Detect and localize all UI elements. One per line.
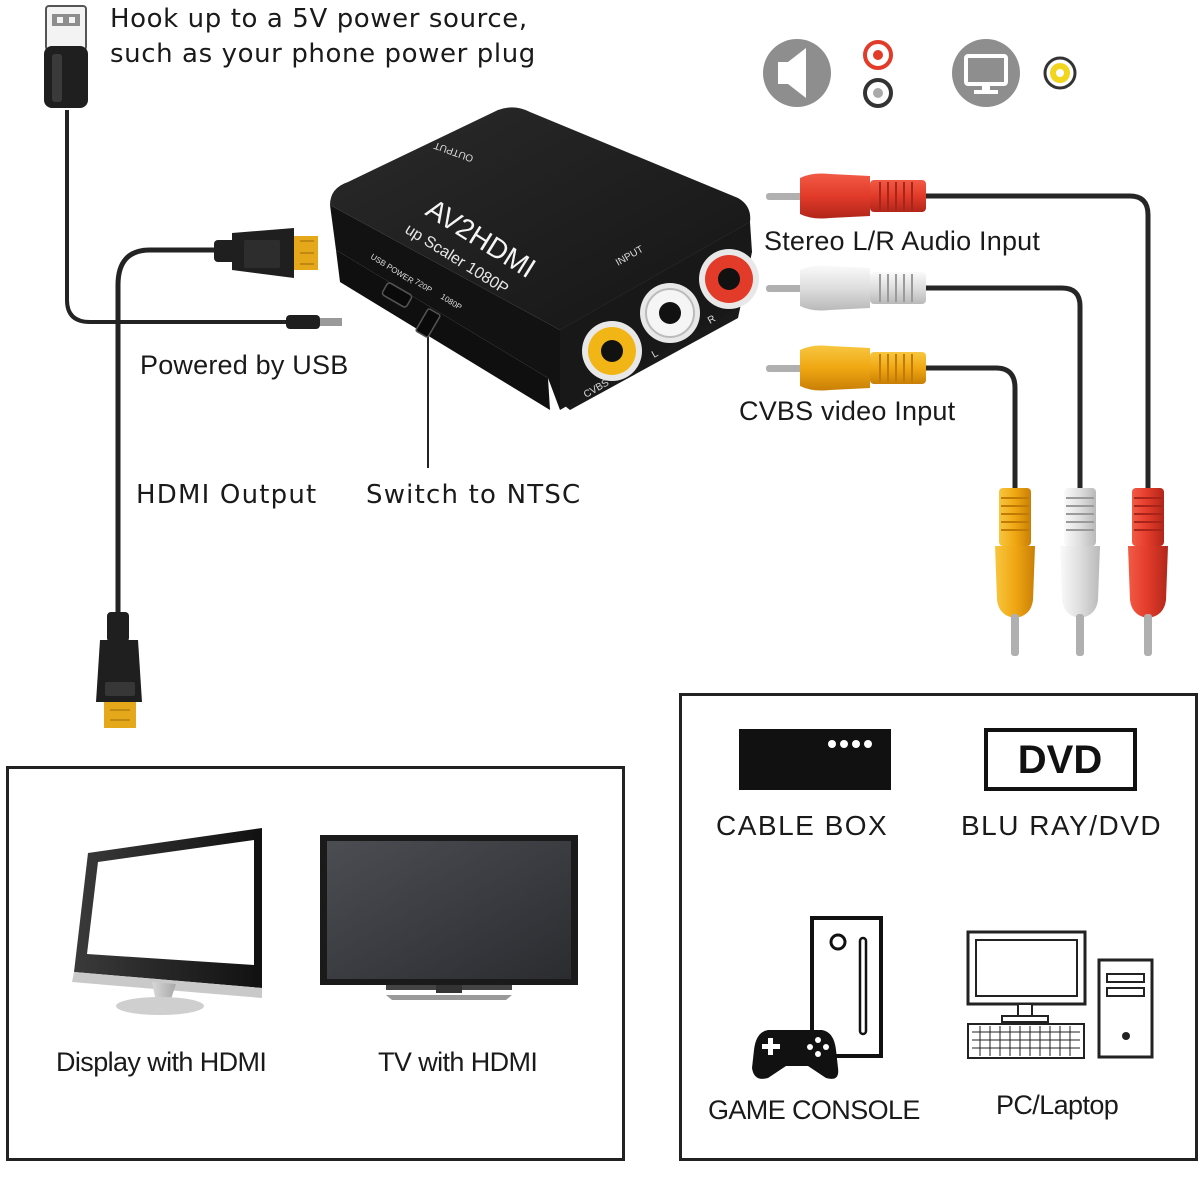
hdmi-plug-bottom[interactable] <box>96 612 142 728</box>
rca-plug-red[interactable] <box>766 173 926 219</box>
speaker-icon <box>763 39 831 107</box>
rca-cable-yellow <box>925 365 1018 490</box>
av2hdmi-adapter <box>330 107 752 410</box>
tv-icon <box>320 835 578 1000</box>
rca-cable-red <box>925 193 1151 490</box>
rca-jack-yellow[interactable] <box>582 321 642 381</box>
usb-a-plug[interactable] <box>44 5 88 108</box>
port-l-label: L <box>650 348 661 361</box>
rca-cable-white <box>925 285 1083 490</box>
blu-ray-dvd-label: BLU RAY/DVD <box>961 810 1163 841</box>
game-console-icon <box>752 916 883 1079</box>
game-console-label: GAME CONSOLE <box>708 1095 920 1125</box>
power-note-line2: such as your phone power plug <box>110 39 536 69</box>
audio-rca-jacks-icon <box>863 40 893 108</box>
tv-with-hdmi-label: TV with HDMI <box>378 1047 538 1077</box>
power-note: Hook up to a 5V power source, such as yo… <box>110 2 536 72</box>
powered-by-usb-label: Powered by USB <box>140 350 349 380</box>
power-note-line1: Hook up to a 5V power source, <box>110 4 528 34</box>
monitor-screen-icon <box>952 39 1020 107</box>
hdmi-plug-top[interactable] <box>214 228 318 278</box>
dvd-badge-text: DVD <box>1018 738 1102 782</box>
hdmi-displays-panel <box>6 766 625 1161</box>
usb-power-port[interactable] <box>381 282 413 308</box>
micro-usb-plug[interactable] <box>286 315 342 329</box>
video-rca-jack-icon <box>1043 56 1077 90</box>
switch-to-ntsc-label: Switch to NTSC <box>366 480 582 510</box>
pc-laptop-label: PC/Laptop <box>996 1090 1119 1120</box>
hdmi-output-label: HDMI Output <box>136 480 318 510</box>
display-with-hdmi-label: Display with HDMI <box>56 1047 267 1077</box>
hdmi-cable <box>115 247 232 640</box>
stereo-audio-input-label: Stereo L/R Audio Input <box>764 226 1041 256</box>
usb-cable <box>65 110 290 324</box>
rca-plug-red-bottom[interactable] <box>1128 488 1168 656</box>
port-r-label: R <box>706 313 718 326</box>
cvbs-video-input-label: CVBS video Input <box>739 396 956 426</box>
resolution-switch[interactable] <box>415 308 441 338</box>
rca-plug-yellow-bottom[interactable] <box>995 488 1035 656</box>
rca-plug-white[interactable] <box>766 265 926 311</box>
dvd-player-icon: DVD <box>984 728 1137 791</box>
rca-plug-white-bottom[interactable] <box>1060 488 1100 656</box>
av-sources-panel <box>679 693 1198 1161</box>
rca-plug-yellow[interactable] <box>766 345 926 391</box>
pc-icon <box>966 930 1154 1059</box>
cable-box-icon <box>739 729 891 790</box>
cable-box-label: CABLE BOX <box>716 810 889 841</box>
monitor-icon <box>72 828 262 1015</box>
rca-jack-white[interactable] <box>640 283 700 343</box>
rca-jack-red[interactable] <box>699 249 759 309</box>
